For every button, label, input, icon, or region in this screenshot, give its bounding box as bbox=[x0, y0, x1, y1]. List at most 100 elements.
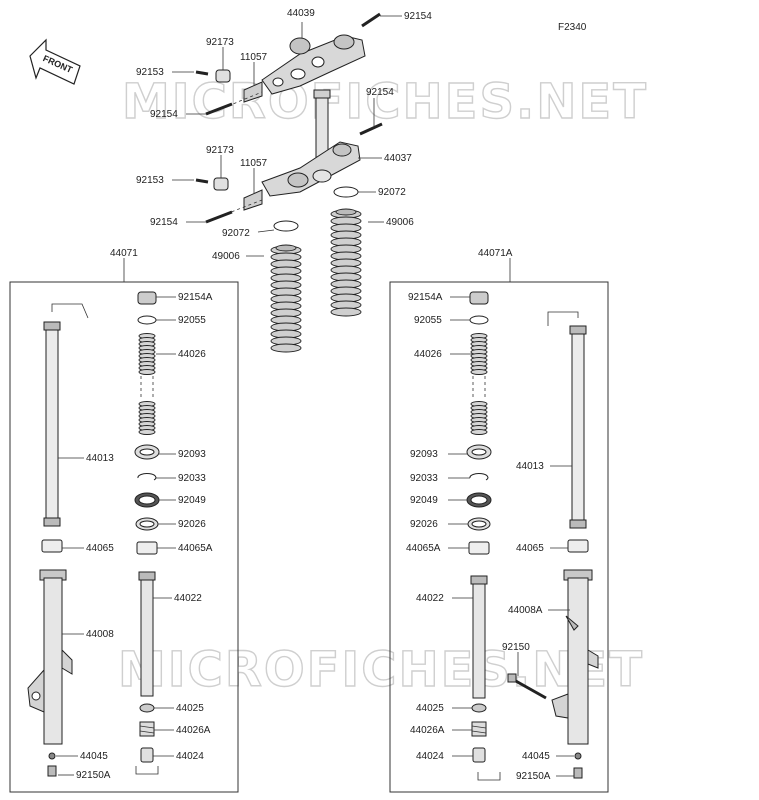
piece-44025-left bbox=[139, 703, 155, 713]
label-92154-c: 92154 bbox=[366, 87, 394, 98]
label-44037: 44037 bbox=[384, 153, 412, 164]
label-92033-left: 92033 bbox=[178, 473, 206, 484]
label-44008: 44008 bbox=[86, 629, 114, 640]
front-arrow-icon: FRONT bbox=[29, 38, 81, 85]
fork-boot-49006-right bbox=[330, 208, 362, 317]
label-49006-left: 49006 bbox=[212, 251, 240, 262]
piece-44025-right bbox=[471, 703, 487, 713]
figure-code: F2340 bbox=[558, 22, 587, 33]
slide-bush-44065-right bbox=[567, 539, 589, 553]
fork-boot-49006-left bbox=[270, 244, 302, 353]
label-92154A-right: 92154A bbox=[408, 292, 443, 303]
label-92154-b: 92154 bbox=[150, 217, 178, 228]
bolt-92154-c bbox=[359, 122, 383, 136]
label-92026-left: 92026 bbox=[178, 519, 206, 530]
oil-seal-92093-left bbox=[134, 444, 160, 460]
upper-bracket-44039 bbox=[261, 34, 366, 95]
label-44024-right: 44024 bbox=[416, 751, 444, 762]
label-92154-top: 92154 bbox=[404, 11, 432, 22]
clip-11057-a bbox=[243, 81, 263, 103]
clip-11057-b bbox=[243, 189, 263, 211]
label-92055-right: 92055 bbox=[414, 315, 442, 326]
clamp-92173-a bbox=[215, 69, 231, 83]
screw-92153-a bbox=[195, 70, 209, 76]
cylinder-44022-right bbox=[470, 575, 488, 699]
cap-bolt-92154A-right bbox=[469, 291, 489, 305]
inner-tube-44013-right bbox=[569, 325, 587, 529]
label-11057-b: 11057 bbox=[240, 158, 268, 169]
snap-ring-92033-right bbox=[469, 473, 489, 481]
label-44025-left: 44025 bbox=[176, 703, 204, 714]
label-44065A-right: 44065A bbox=[406, 543, 441, 554]
outer-tube-44008A bbox=[551, 569, 599, 745]
label-92173-a: 92173 bbox=[206, 37, 234, 48]
spring-44026-left bbox=[138, 333, 156, 435]
piece-44024-left bbox=[140, 747, 154, 763]
watermark-bottom: MICROFICHES.NET bbox=[118, 642, 644, 698]
label-44025-right: 44025 bbox=[416, 703, 444, 714]
bolt-92150-right bbox=[507, 673, 547, 700]
label-92049-left: 92049 bbox=[178, 495, 206, 506]
label-92093-right: 92093 bbox=[410, 449, 438, 460]
label-44026-left: 44026 bbox=[178, 349, 206, 360]
slide-bush-44065-left bbox=[41, 539, 63, 553]
label-44022-right: 44022 bbox=[416, 593, 444, 604]
label-44022-left: 44022 bbox=[174, 593, 202, 604]
label-92072-left: 92072 bbox=[222, 228, 250, 239]
screw-92153-b bbox=[195, 178, 209, 184]
band-clamp-92072-right bbox=[333, 186, 359, 198]
label-44065-right: 44065 bbox=[516, 543, 544, 554]
washer-92026-left bbox=[135, 517, 159, 531]
label-right-assembly: 44071A bbox=[478, 248, 513, 259]
guide-bush-44065A-right bbox=[468, 541, 490, 555]
washer-92026-right bbox=[467, 517, 491, 531]
label-92026-right: 92026 bbox=[410, 519, 438, 530]
label-44026A-left: 44026A bbox=[176, 725, 211, 736]
spring-44026A-right bbox=[471, 721, 487, 737]
label-92154-a: 92154 bbox=[150, 109, 178, 120]
label-92150-right: 92150 bbox=[502, 642, 530, 653]
piece-44024-right bbox=[472, 747, 486, 763]
lower-bracket-44037 bbox=[261, 141, 361, 197]
cylinder-44022-left bbox=[138, 571, 156, 697]
label-44008A: 44008A bbox=[508, 605, 543, 616]
label-44026-right: 44026 bbox=[414, 349, 442, 360]
label-44024-left: 44024 bbox=[176, 751, 204, 762]
inner-tube-44013-left bbox=[43, 321, 61, 527]
label-92072-right: 92072 bbox=[378, 187, 406, 198]
label-92153-b: 92153 bbox=[136, 175, 164, 186]
spring-44026A-left bbox=[139, 721, 155, 737]
label-92033-right: 92033 bbox=[410, 473, 438, 484]
label-44039: 44039 bbox=[287, 8, 315, 19]
label-92153-a: 92153 bbox=[136, 67, 164, 78]
bolt-92150A-right bbox=[573, 767, 583, 779]
outer-tube-44008 bbox=[27, 569, 73, 745]
label-92055-left: 92055 bbox=[178, 315, 206, 326]
label-92150A-right: 92150A bbox=[516, 771, 551, 782]
bolt-92150A-left bbox=[47, 765, 57, 777]
gasket-44045-right bbox=[574, 752, 582, 760]
label-92049-right: 92049 bbox=[410, 495, 438, 506]
label-92150A-left: 92150A bbox=[76, 770, 111, 781]
watermark-top: MICROFICHES.NET bbox=[122, 74, 648, 130]
label-49006-right: 49006 bbox=[386, 217, 414, 228]
guide-bush-44065A-left bbox=[136, 541, 158, 555]
seal-92049-right bbox=[466, 492, 492, 508]
gasket-44045-left bbox=[48, 752, 56, 760]
right-fork-assembly-box bbox=[389, 281, 609, 793]
label-92093-left: 92093 bbox=[178, 449, 206, 460]
label-92173-b: 92173 bbox=[206, 145, 234, 156]
label-44065A-left: 44065A bbox=[178, 543, 213, 554]
o-ring-92055-left bbox=[137, 315, 157, 325]
seal-92049-left bbox=[134, 492, 160, 508]
clamp-92173-b bbox=[213, 177, 229, 191]
bolt-92154-top bbox=[361, 12, 381, 28]
snap-ring-92033-left bbox=[137, 473, 157, 481]
label-11057-a: 11057 bbox=[240, 52, 268, 63]
label-44013-right: 44013 bbox=[516, 461, 544, 472]
label-92154A-left: 92154A bbox=[178, 292, 213, 303]
spring-44026-right bbox=[470, 333, 488, 435]
label-44045-left: 44045 bbox=[80, 751, 108, 762]
bolt-92154-a bbox=[205, 102, 233, 116]
